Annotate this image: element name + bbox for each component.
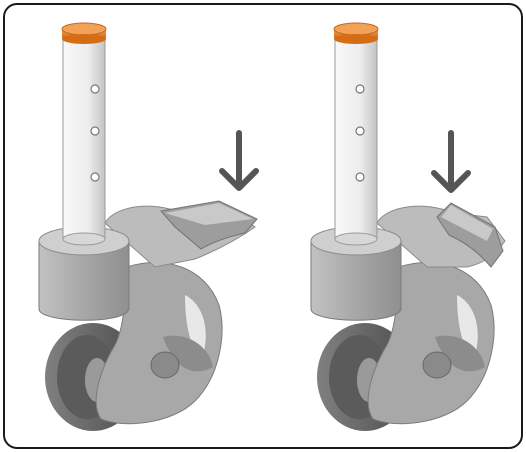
stem-tube-left [62, 36, 106, 246]
stem-tube-right [334, 36, 378, 246]
tube-hole [355, 84, 365, 94]
tube-cap-left [61, 22, 107, 44]
caster-left [38, 22, 259, 431]
arrow-down-icon [219, 130, 259, 191]
tube-hole [90, 126, 100, 136]
caster-diagram [38, 22, 506, 431]
axle-left [150, 351, 180, 379]
tube-hole [355, 172, 365, 182]
axle-right [422, 351, 452, 379]
tube-hole [90, 84, 100, 94]
tube-hole [355, 126, 365, 136]
tube-cap-right [333, 22, 379, 44]
caster-right [310, 22, 506, 431]
arrow-down-icon [431, 130, 471, 193]
diagram-frame [3, 3, 523, 449]
tube-hole [90, 172, 100, 182]
